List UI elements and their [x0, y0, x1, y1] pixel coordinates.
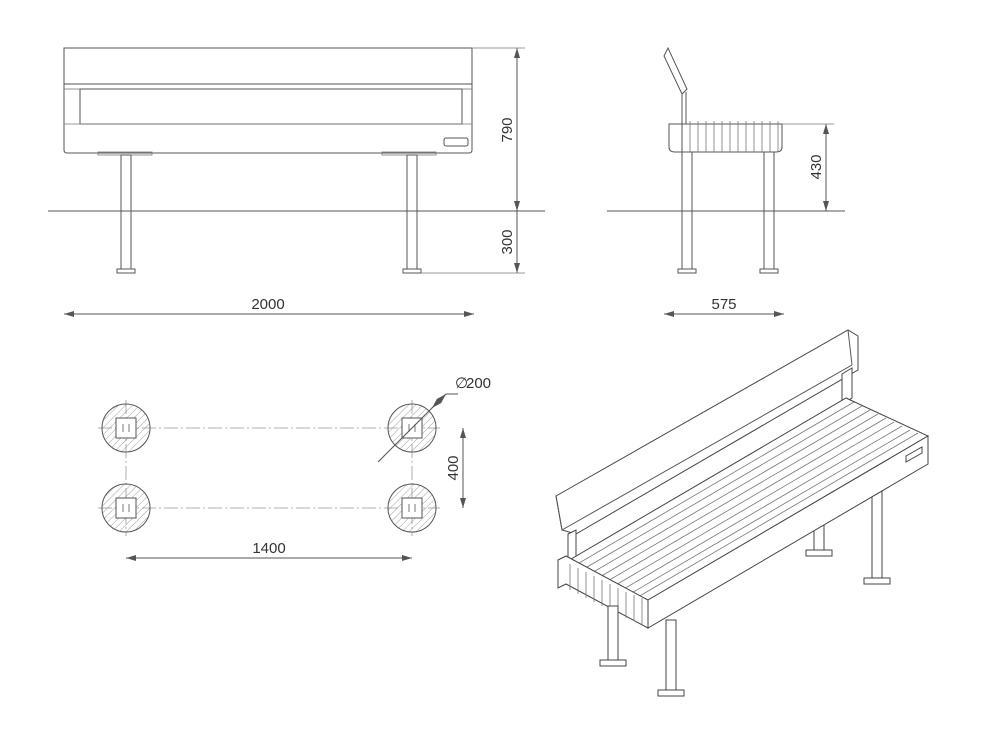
- front-seat-body: [63, 84, 473, 154]
- iso-logo-plate: [905, 446, 923, 463]
- plan-diameter-symbol: ∅: [455, 375, 468, 392]
- side-foot-left: [677, 268, 697, 274]
- side-seat-outline: [668, 123, 783, 153]
- plan-depth-label: 400: [445, 455, 462, 480]
- iso-seat-top: [564, 397, 930, 601]
- side-backrest: [663, 46, 688, 95]
- plan-diameter-tick: [431, 393, 447, 409]
- side-foot-right: [759, 268, 779, 274]
- plan-length-label: 1400: [252, 540, 285, 557]
- iso-seat-end: [557, 555, 649, 629]
- front-logo-plate: [443, 137, 469, 147]
- front-length-label: 2000: [251, 296, 284, 313]
- front-view: 790 300 2000: [48, 47, 545, 317]
- front-seat-panel: [79, 88, 463, 125]
- front-leg-right: [406, 154, 418, 270]
- front-foot-left: [116, 268, 136, 274]
- front-height-label: 790: [499, 117, 516, 142]
- side-seat-slats: [689, 121, 779, 152]
- side-view: 430 575: [607, 46, 845, 317]
- side-seat-height-label: 430: [808, 154, 825, 179]
- plan-view: ∅ 200 400 1400: [98, 375, 491, 561]
- footing-bottom-left: [101, 483, 151, 533]
- front-foot-right: [402, 268, 422, 274]
- iso-rear-legs: [805, 485, 891, 585]
- front-backrest: [63, 47, 473, 85]
- front-depth-label: 300: [499, 229, 516, 254]
- footing-bottom-right: [387, 483, 437, 533]
- plan-diameter-label: 200: [466, 375, 491, 392]
- footing-top-left: [101, 403, 151, 453]
- side-width-label: 575: [711, 296, 736, 313]
- isometric-view: [555, 329, 930, 697]
- iso-front-legs: [599, 605, 685, 697]
- iso-backrest: [555, 329, 859, 565]
- front-leg-left: [120, 154, 132, 270]
